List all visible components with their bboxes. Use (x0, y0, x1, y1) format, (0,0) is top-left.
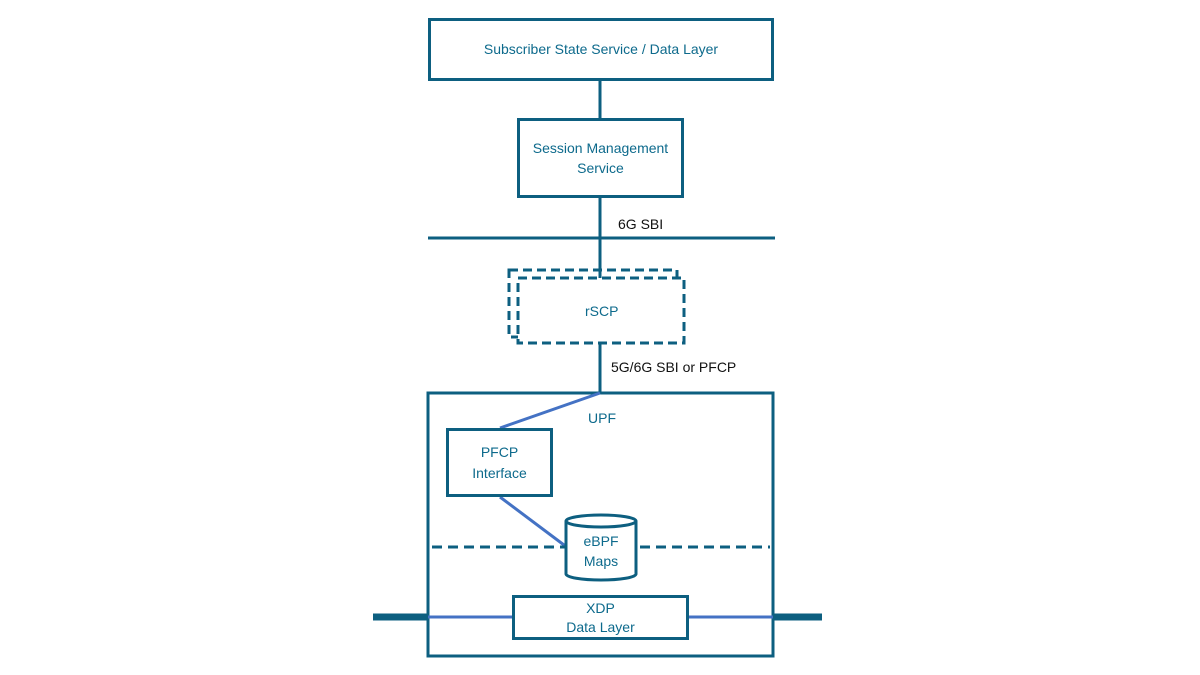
ebpf-maps-label: eBPF Maps (566, 531, 636, 572)
rscp-label: rSCP (585, 303, 619, 319)
xdp-data-layer-box: XDP Data Layer (512, 595, 689, 640)
subscriber-state-service-box: Subscriber State Service / Data Layer (428, 18, 774, 81)
ebpf-label-line2: Maps (583, 553, 619, 570)
session-management-service-box: Session Management Service (517, 118, 684, 198)
smf-label-line2: Service (577, 160, 624, 176)
sbi-6g-label: 6G SBI (618, 216, 664, 232)
smf-label-line1: Session Management (532, 139, 669, 156)
ebpf-label-line1: eBPF (583, 533, 619, 549)
xdp-label-line2: Data Layer (566, 618, 635, 635)
xdp-label-line1: XDP (586, 600, 615, 617)
pfcp-interface-box: PFCP Interface (446, 428, 553, 497)
link-pfcp-ebpf (499, 495, 569, 550)
upf-label: UPF (588, 410, 616, 426)
pfcp-label-line1: PFCP (480, 444, 519, 461)
link-upf-pfcp (499, 391, 601, 430)
rscp-front-outline (516, 276, 686, 345)
ebpf-maps-cylinder (564, 513, 638, 582)
pfcp-label-line2: Interface (472, 464, 527, 481)
sbi-pfcp-label: 5G/6G SBI or PFCP (611, 359, 737, 375)
subscriber-state-service-label: Subscriber State Service / Data Layer (483, 41, 719, 58)
